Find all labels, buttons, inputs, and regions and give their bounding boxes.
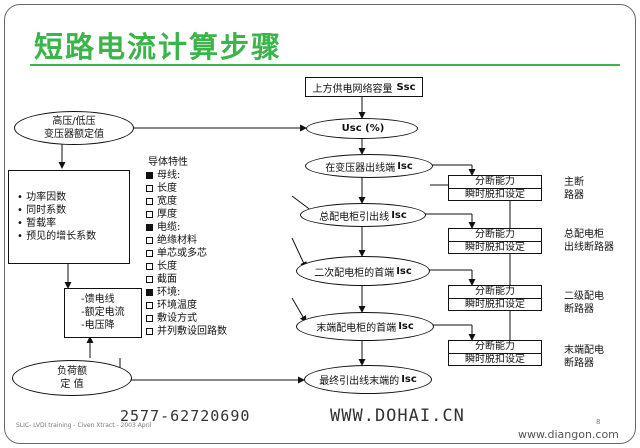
conductor-characteristics: 导体特性 母线: 长度 宽度 厚度 电缆: 绝缘材料 单芯或多芯 长度 截面 环… (146, 156, 227, 338)
load-factor-item: • 暂载率 (17, 218, 57, 229)
cable-parameters-list: -馈电线 -额定电流 -电压降 (81, 293, 125, 332)
breaker-label-secondary: 二级配电 断路器 (564, 291, 604, 315)
page-number: 8 (596, 418, 601, 426)
load-rating-line1: 负荷额 (57, 366, 87, 377)
conductor-item: 单芯或多芯 (146, 247, 227, 260)
filled-square-icon (146, 172, 153, 179)
empty-square-icon (146, 315, 153, 322)
footer-credit: SLIC- LVDI training - Civen Xtract - 200… (16, 422, 152, 429)
conductor-item: 宽度 (146, 195, 227, 208)
conductor-item: 敷设方式 (146, 312, 227, 325)
load-factor-item: • 功率因数 (17, 192, 67, 203)
cable-param-item: -额定电流 (81, 307, 125, 318)
page-title: 短路电流计算步骤 (34, 30, 283, 64)
empty-square-icon (146, 211, 153, 218)
filled-square-icon (146, 289, 153, 296)
load-factors-list: • 功率因数 • 同时系数 • 暂载率 • 预见的增长系数 (17, 191, 96, 243)
cable-parameters-box: -馈电线 -额定电流 -电压降 (64, 288, 142, 338)
breaker-box-secondary: 分断能力 瞬时脱扣设定 (448, 285, 542, 311)
load-factors-box: • 功率因数 • 同时系数 • 暂载率 • 预见的增长系数 (8, 170, 130, 264)
footer-website: WWW.DOHAI.CN (330, 406, 465, 426)
conductor-item: 环境温度 (146, 299, 227, 312)
upstream-network-capacity-box: 上方供电网络容量 Ssc (305, 77, 423, 97)
transformer-rating-ellipse: 高压/低压 变压器额定值 (14, 111, 134, 145)
upstream-network-capacity-symbol: Ssc (396, 81, 416, 93)
instant-trip-setting-label: 瞬时脱扣设定 (449, 298, 541, 311)
empty-square-icon (146, 263, 153, 270)
breaking-capacity-label: 分断能力 (475, 341, 515, 352)
transformer-line2: 变压器额定值 (44, 129, 104, 140)
empty-square-icon (146, 185, 153, 192)
breaker-box-main: 分断能力 瞬时脱扣设定 (448, 175, 542, 201)
breaker-box-final: 分断能力 瞬时脱扣设定 (448, 340, 542, 366)
load-factor-item: • 同时系数 (17, 205, 67, 216)
cable-param-item: -馈电线 (81, 294, 115, 305)
conductor-item: 截面 (146, 273, 227, 286)
empty-square-icon (146, 328, 153, 335)
load-rating-ellipse: 负荷额 定 值 (12, 360, 132, 396)
cable-param-item: -电压降 (81, 320, 115, 331)
breaker-label-main: 主断 路器 (564, 177, 584, 201)
conductor-item: 母线: (146, 169, 227, 182)
usc-ellipse: Usc (%) (306, 118, 418, 139)
empty-square-icon (146, 237, 153, 244)
instant-trip-setting-label: 瞬时脱扣设定 (449, 241, 541, 254)
instant-trip-setting-label: 瞬时脱扣设定 (449, 353, 541, 366)
conductor-item: 长度 (146, 182, 227, 195)
empty-square-icon (146, 276, 153, 283)
instant-trip-setting-label: 瞬时脱扣设定 (449, 188, 541, 201)
title-underline (30, 64, 620, 66)
breaking-capacity-label: 分断能力 (475, 286, 515, 297)
breaking-capacity-label: 分断能力 (475, 176, 515, 187)
breaking-capacity-label: 分断能力 (475, 229, 515, 240)
conductor-item: 环境: (146, 286, 227, 299)
empty-square-icon (146, 250, 153, 257)
load-factor-item: • 预见的增长系数 (17, 231, 97, 242)
breaker-label-main-outgoing: 总配电柜 出线断路器 (564, 229, 614, 253)
upstream-network-capacity-label: 上方供电网络容量 (312, 83, 393, 95)
usc-label: Usc (%) (341, 123, 385, 134)
conductor-item: 厚度 (146, 208, 227, 221)
breaker-label-final: 末端配电 断路器 (564, 345, 604, 369)
breaker-box-main-outgoing: 分断能力 瞬时脱扣设定 (448, 228, 542, 254)
empty-square-icon (146, 198, 153, 205)
footer-watermark: www.diangon.com (518, 428, 619, 441)
conductor-item: 长度 (146, 260, 227, 273)
conductor-item: 绝缘材料 (146, 234, 227, 247)
conductor-item: 电缆: (146, 221, 227, 234)
conductor-heading: 导体特性 (148, 157, 188, 168)
load-rating-line2: 定 值 (60, 379, 84, 390)
conductor-item: 并列敷设回路数 (146, 325, 227, 338)
filled-square-icon (146, 224, 153, 231)
footer-phone: 2577-62720690 (120, 407, 251, 425)
transformer-line1: 高压/低压 (52, 116, 96, 127)
empty-square-icon (146, 302, 153, 309)
